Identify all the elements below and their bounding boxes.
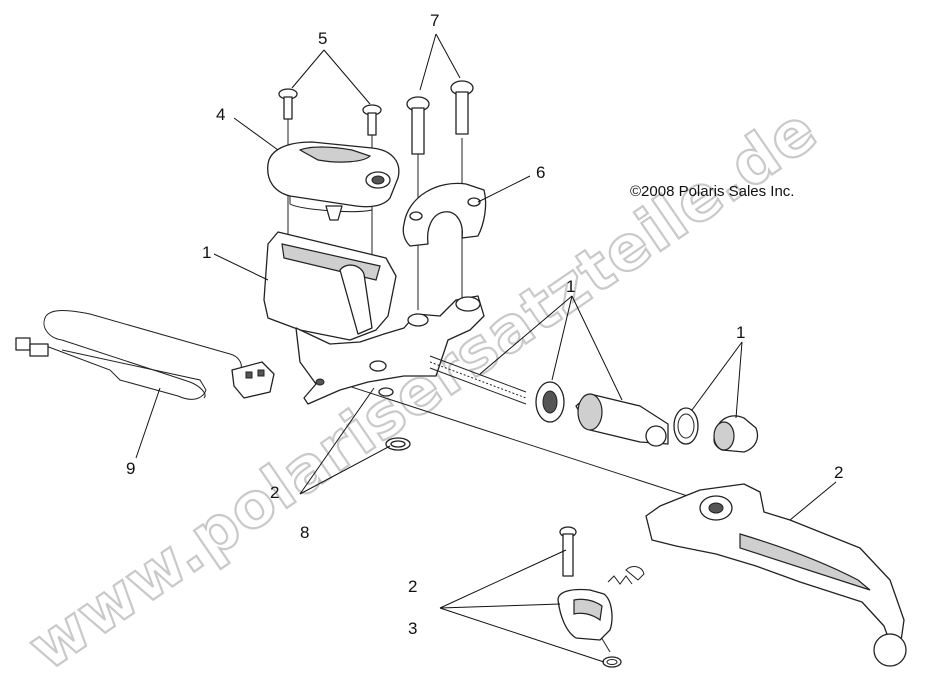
leader-lines	[135, 33, 837, 663]
callout-labels: 7 5 4 6 1 1 1 9 2 8 2 2 3	[126, 11, 843, 638]
part-3-pivot-and-boot	[557, 526, 645, 668]
part-1-master-cylinder-body	[263, 231, 485, 405]
callout-7: 7	[430, 11, 439, 30]
part-9-switch-harness	[15, 310, 275, 400]
part-4-reservoir-cover	[267, 141, 400, 221]
callout-3: 3	[408, 619, 417, 638]
callout-2-bottom: 2	[408, 577, 417, 596]
callout-6: 6	[536, 163, 545, 182]
copyright-text: ©2008 Polaris Sales Inc.	[630, 183, 794, 200]
part-2-brake-lever	[645, 483, 907, 667]
callout-8: 8	[300, 523, 309, 542]
callout-1-piston: 1	[566, 277, 575, 296]
callout-2-lever: 2	[834, 463, 843, 482]
part-5-cover-screws	[278, 88, 382, 136]
callout-1-seal: 1	[736, 323, 745, 342]
callout-4: 4	[216, 105, 225, 124]
part-8-clip	[385, 437, 411, 451]
part-6-handlebar-clamp	[402, 182, 487, 247]
callout-5: 5	[318, 29, 327, 48]
callout-9: 9	[126, 459, 135, 478]
callout-1-body: 1	[202, 243, 211, 262]
callout-2-left: 2	[270, 483, 279, 502]
piston-spring-seal-group	[429, 355, 759, 453]
part-7-clamp-bolts	[406, 80, 474, 155]
